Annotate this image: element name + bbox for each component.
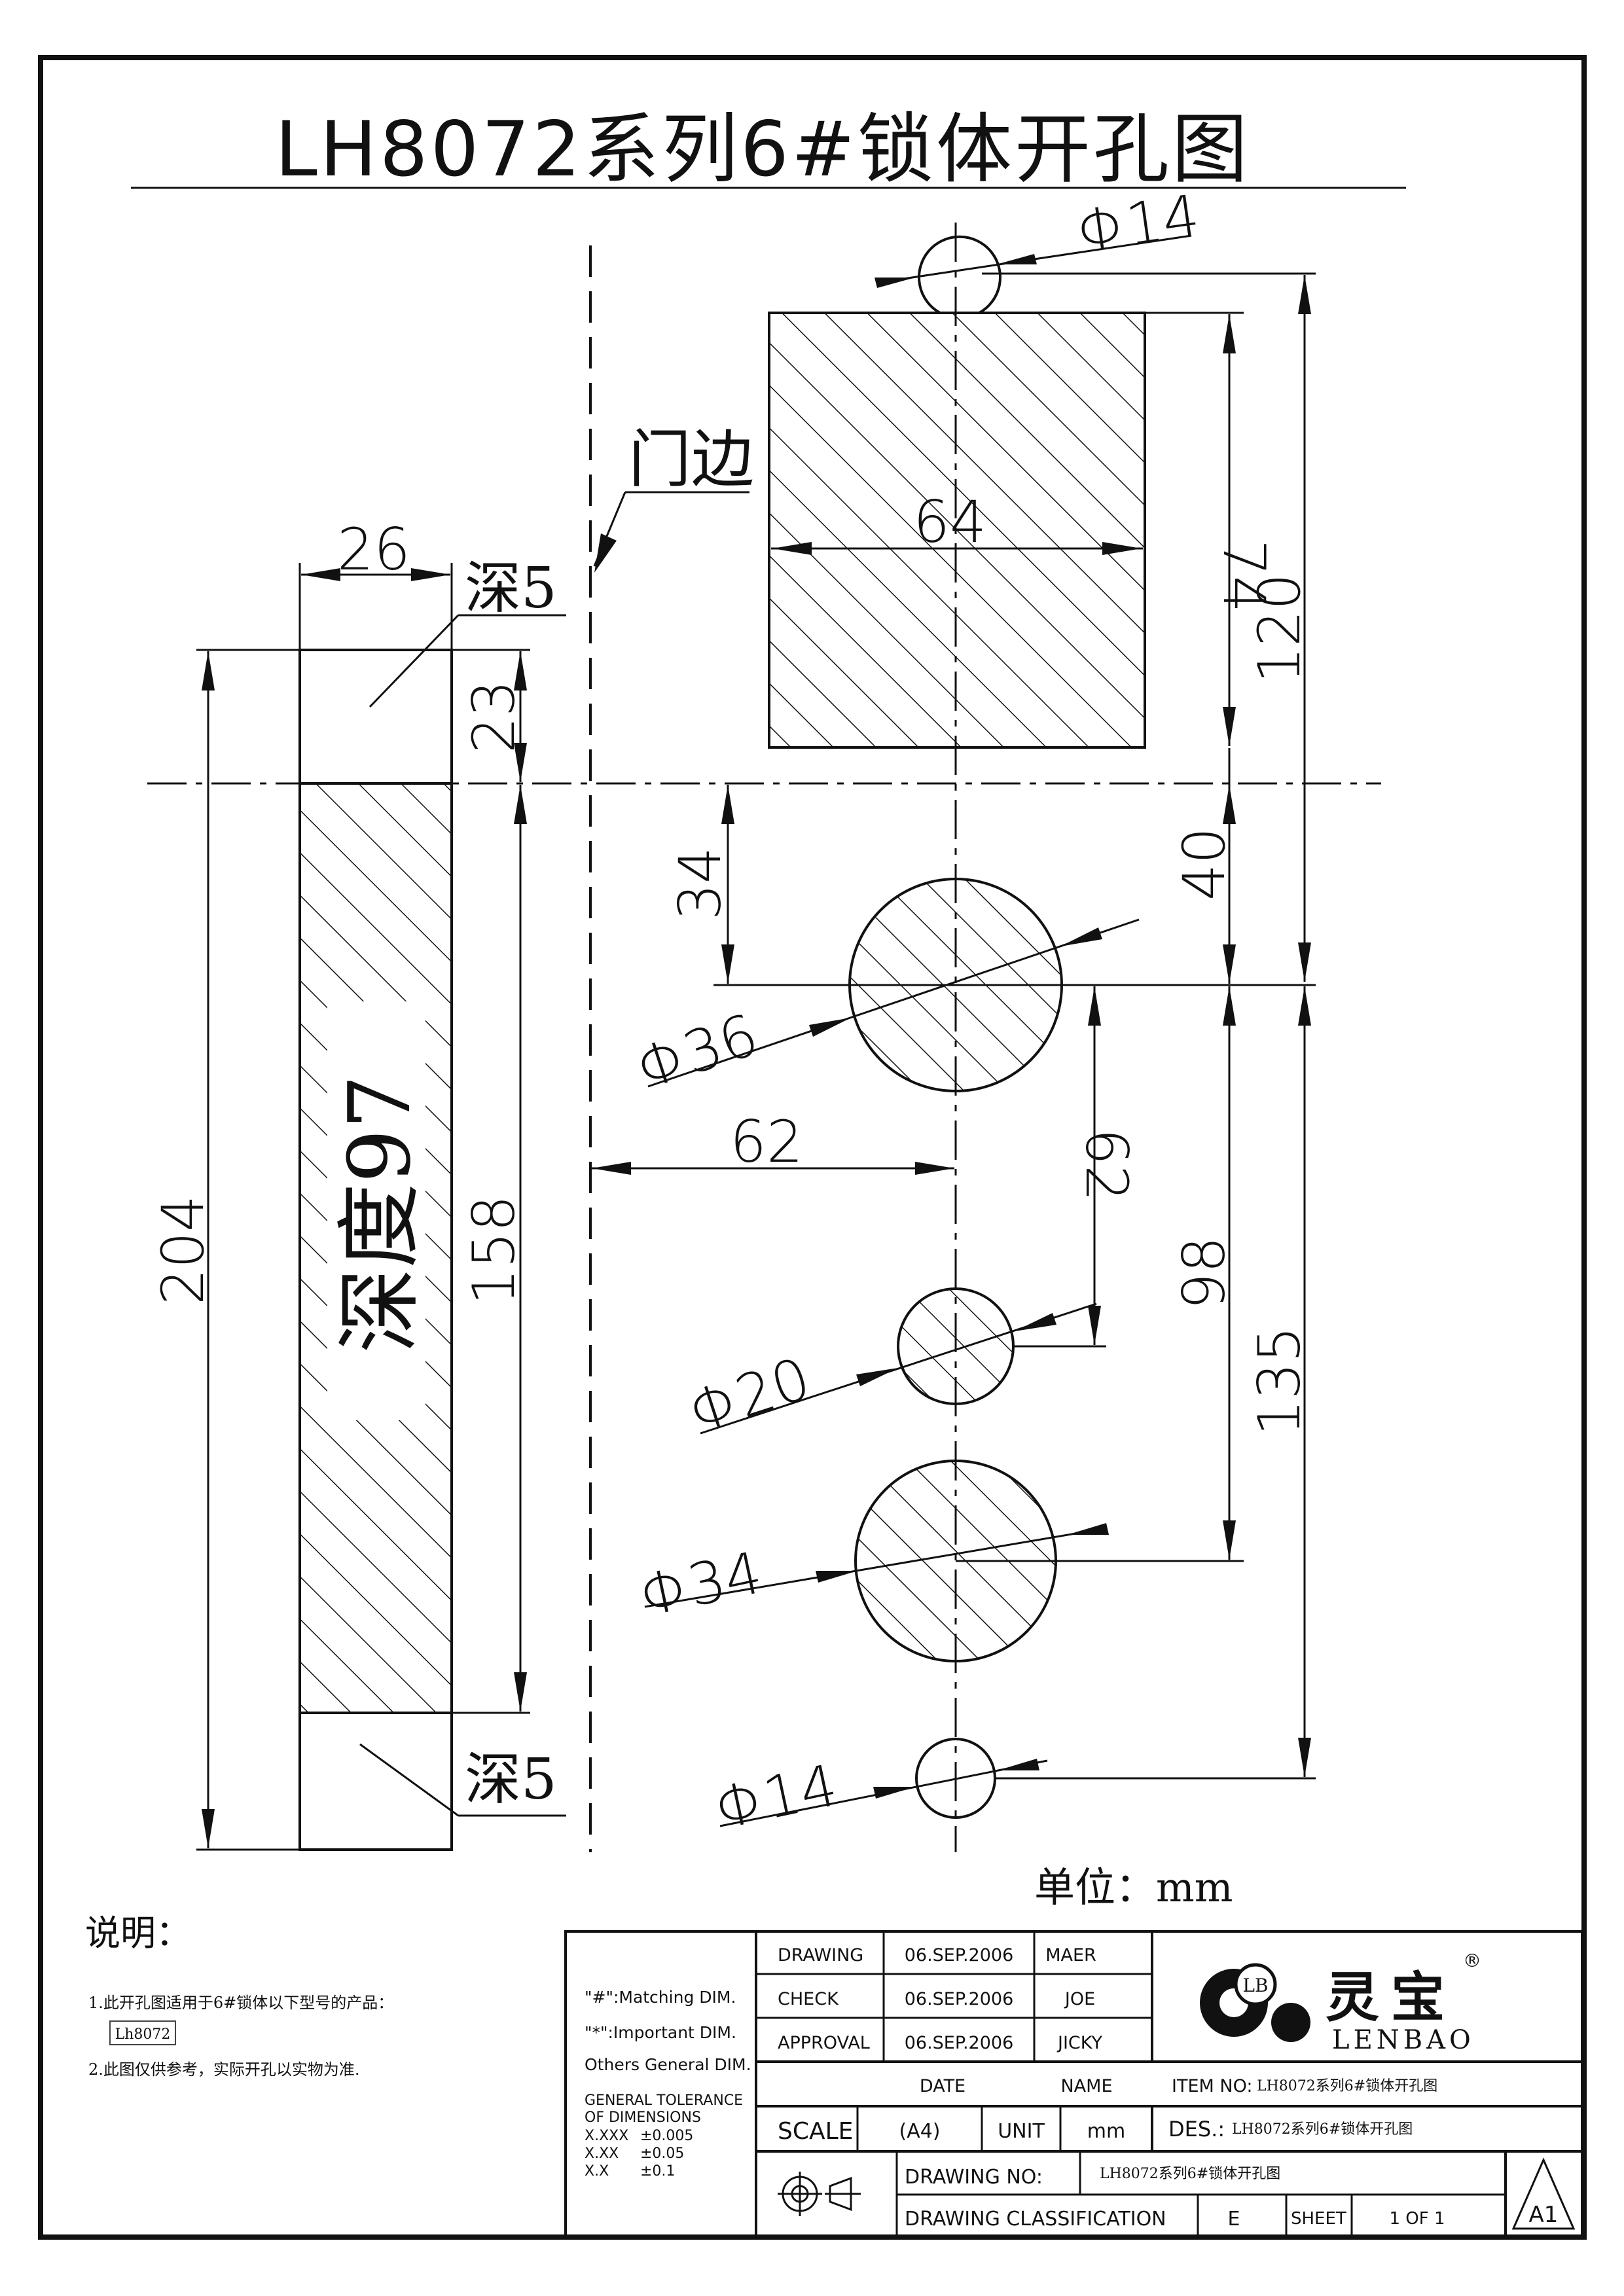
item-no-label: ITEM NO: — [1172, 2076, 1252, 2096]
door-edge-label: 门边 — [628, 423, 754, 496]
dim-62-vertical: 62 — [1073, 1128, 1140, 1202]
model-tag-box — [109, 2020, 176, 2045]
row-approval-name: JICKY — [1056, 2033, 1103, 2053]
dim-40: 40 — [1170, 827, 1238, 901]
unit-block-label: UNIT — [998, 2120, 1045, 2143]
row-approval-label: APPROVAL — [778, 2033, 870, 2053]
depth-label-body: 深度97 — [330, 1075, 429, 1353]
tolerance-title-2: OF DIMENSIONS — [585, 2109, 701, 2126]
latch-plate-cutout — [768, 312, 1146, 749]
item-no-value: LH8072系列6#锁体开孔图 — [1257, 2078, 1437, 2094]
row-drawing-name: MAER — [1045, 1945, 1096, 1965]
drawing-no-label: DRAWING NO: — [905, 2166, 1043, 2189]
date-header: DATE — [920, 2076, 965, 2096]
row-approval-date: 06.SEP.2006 — [905, 2033, 1014, 2053]
sheet-value: 1 OF 1 — [1389, 2209, 1445, 2229]
des-label: DES.: — [1168, 2117, 1225, 2142]
sheet-label: SHEET — [1291, 2209, 1346, 2229]
dim-top-hole-dia: Φ14 — [1073, 182, 1204, 266]
dim-135: 135 — [1246, 1326, 1313, 1436]
notes-heading: 说明： — [85, 1912, 191, 1954]
tol-val-1: ±0.005 — [640, 2128, 693, 2144]
dim-plate-width: 64 — [913, 488, 986, 556]
note-1: 1.此开孔图适用于6#锁体以下型号的产品： — [88, 1994, 393, 2012]
dim-plate-height: 74 — [1210, 539, 1278, 613]
dim-strip-width: 26 — [337, 516, 410, 583]
dim-strip-top: 23 — [460, 680, 528, 753]
dim-backset: 62 — [730, 1108, 803, 1175]
top-hole-phi14 — [918, 235, 1001, 314]
logo-badge-ring — [1234, 1963, 1277, 2006]
unit-block-value: mm — [1087, 2120, 1125, 2143]
logo-en: LENBAO — [1332, 2025, 1475, 2055]
des-value: LH8072系列6#锁体开孔图 — [1232, 2121, 1413, 2138]
tol-fmt-1: X.XXX — [585, 2128, 628, 2144]
scale-value: (A4) — [899, 2120, 940, 2143]
dim-98: 98 — [1170, 1236, 1238, 1310]
drawing-no-value: LH8072系列6#锁体开孔图 — [1100, 2166, 1280, 2182]
dim-hole3-dia: Φ34 — [634, 1539, 768, 1630]
title-block — [564, 1930, 1583, 2238]
dim-hole4-dia: Φ14 — [709, 1751, 843, 1843]
logo-badge: LB — [1242, 1975, 1268, 1996]
projection-symbol-icon — [778, 2172, 861, 2216]
classification-label: DRAWING CLASSIFICATION — [905, 2208, 1166, 2231]
unit-label: 单位：mm — [1034, 1863, 1233, 1911]
dim-top-total: 120 — [1246, 573, 1313, 683]
depth-label-top: 深5 — [465, 556, 557, 621]
dim-strip-total: 204 — [149, 1195, 217, 1305]
legend-matching: "#":Matching DIM. — [585, 1988, 736, 2007]
legend-others: Others General DIM. — [585, 2055, 751, 2074]
logo-mark-right — [1271, 2003, 1310, 2042]
logo-registered: ® — [1463, 1950, 1481, 1971]
row-check-name: JOE — [1064, 1989, 1095, 2009]
classification-value: E — [1228, 2208, 1240, 2231]
name-header: NAME — [1060, 2076, 1112, 2096]
drawing-title: LH8072系列6#锁体开孔图 — [275, 105, 1250, 194]
sheet-size: A1 — [1529, 2202, 1559, 2228]
model-tag: Lh8072 — [115, 2026, 171, 2043]
dim-34: 34 — [666, 847, 734, 920]
sheet-size-triangle — [1511, 2157, 1576, 2230]
dim-strip-inner: 158 — [460, 1195, 528, 1305]
tol-val-2: ±0.05 — [640, 2145, 684, 2162]
row-drawing-label: DRAWING — [778, 1945, 863, 1965]
tol-fmt-3: X.X — [585, 2163, 609, 2179]
hole-phi20 — [897, 1287, 1015, 1405]
tol-val-3: ±0.1 — [640, 2163, 675, 2179]
depth-label-bottom: 深5 — [465, 1747, 557, 1812]
legend-important: "*":Important DIM. — [585, 2023, 736, 2042]
row-check-label: CHECK — [778, 1989, 839, 2009]
dim-hole1-dia: Φ36 — [628, 1001, 766, 1103]
note-2: 2.此图仅供参考，实际开孔以实物为准. — [88, 2060, 360, 2079]
scale-label: SCALE — [778, 2118, 853, 2145]
dim-hole2-dia: Φ20 — [681, 1344, 818, 1446]
row-drawing-date: 06.SEP.2006 — [905, 1945, 1014, 1965]
lenbao-logo: LB 灵宝 LENBAO ® — [1200, 1950, 1481, 2055]
tolerance-title-1: GENERAL TOLERANCE — [585, 2092, 743, 2109]
tol-fmt-2: X.XX — [585, 2145, 619, 2162]
logo-cn: 灵宝 — [1326, 1966, 1456, 2029]
row-check-date: 06.SEP.2006 — [905, 1989, 1014, 2009]
